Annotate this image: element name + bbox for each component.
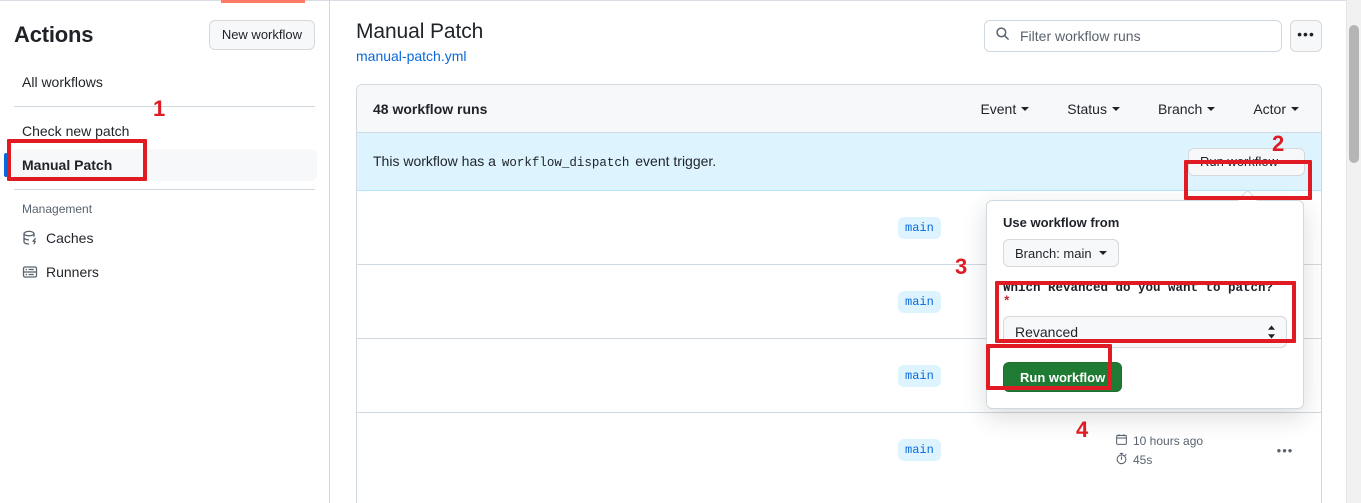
branch-badge[interactable]: main xyxy=(898,364,941,387)
required-marker: * xyxy=(1003,295,1011,309)
dispatch-event-code: workflow_dispatch xyxy=(501,156,630,170)
table-row[interactable]: main 10 hours ago xyxy=(357,413,1321,487)
run-duration-line: 45s xyxy=(1115,452,1265,468)
sidebar-header: Actions New workflow xyxy=(12,0,317,64)
run-branch-cell: main xyxy=(890,216,1115,239)
actions-sidebar: Actions New workflow All workflows Check… xyxy=(0,0,330,503)
page-scrollbar-thumb[interactable] xyxy=(1349,25,1359,163)
filter-status-dropdown[interactable]: Status xyxy=(1061,100,1126,118)
use-workflow-from-label: Use workflow from xyxy=(1003,215,1120,230)
run-workflow-panel: Use workflow from Branch: main Which Rev… xyxy=(986,200,1304,409)
run-workflow-button-label: Run workflow xyxy=(1199,154,1278,169)
run-options-kebab[interactable]: ••• xyxy=(1276,442,1294,458)
workflow-runs-toolbar: 48 workflow runs Event Status Branch xyxy=(357,85,1321,133)
filter-label: Actor xyxy=(1253,100,1286,117)
filter-actor-dropdown[interactable]: Actor xyxy=(1247,100,1305,118)
branch-badge[interactable]: main xyxy=(898,290,941,313)
workflow-runs-filters: Event Status Branch Actor xyxy=(974,100,1305,118)
filter-search-box[interactable] xyxy=(984,20,1282,52)
chevron-down-icon xyxy=(1285,159,1293,164)
stepper-icon xyxy=(1266,325,1277,340)
branch-select-label: Branch: main xyxy=(1015,245,1092,261)
chevron-down-icon xyxy=(1207,106,1216,111)
run-workflow-submit-button[interactable]: Run workflow xyxy=(1003,362,1123,392)
run-meta-cell: 10 hours ago 45s xyxy=(1115,433,1265,468)
stopwatch-icon xyxy=(1115,452,1128,468)
workflow-dispatch-banner: This workflow has a workflow_dispatch ev… xyxy=(357,133,1321,191)
run-branch-cell: main xyxy=(890,364,1115,387)
branch-badge[interactable]: main xyxy=(898,216,941,239)
patch-input-label-text: Which Revanced do you want to patch? xyxy=(1003,281,1274,295)
calendar-icon xyxy=(1115,433,1128,449)
patch-input-label: Which Revanced do you want to patch? * xyxy=(1003,281,1287,309)
main-content: Manual Patch manual-patch.yml ••• xyxy=(331,0,1342,503)
filter-label: Status xyxy=(1067,100,1107,117)
run-branch-cell: main xyxy=(890,439,1115,461)
workflow-header: Manual Patch manual-patch.yml ••• xyxy=(356,0,1322,66)
new-workflow-button[interactable]: New workflow xyxy=(208,20,315,50)
filter-label: Branch xyxy=(1157,100,1203,117)
sidebar-group-management: Management xyxy=(22,202,93,216)
search-input[interactable] xyxy=(1018,27,1271,45)
table-row[interactable]: main xyxy=(357,265,1321,339)
sidebar-item-label: All workflows xyxy=(22,74,103,90)
top-hairline xyxy=(0,0,1361,1)
chevron-down-icon xyxy=(1098,251,1107,255)
chevron-down-icon xyxy=(1291,106,1299,111)
filter-label: Event xyxy=(980,100,1017,117)
runners-icon xyxy=(22,264,38,280)
workflow-nav-list: All workflows Check new patch Manual Pat… xyxy=(4,66,317,288)
header-actions: ••• xyxy=(984,20,1322,52)
sidebar-item-manual-patch[interactable]: Manual Patch xyxy=(4,149,317,181)
chevron-down-icon xyxy=(1111,106,1120,111)
filter-branch-dropdown[interactable]: Branch xyxy=(1152,100,1221,118)
search-icon xyxy=(995,26,1010,46)
dispatch-text-before: This workflow has a xyxy=(373,153,496,169)
sidebar-divider-2 xyxy=(14,189,315,190)
branch-badge[interactable]: main xyxy=(898,439,941,461)
branch-select-button[interactable]: Branch: main xyxy=(1003,239,1119,267)
sidebar-item-check-new-patch[interactable]: Check new patch xyxy=(12,115,317,147)
revanced-select-value: Revanced xyxy=(1015,324,1079,340)
workflow-options-kebab-button[interactable]: ••• xyxy=(1290,20,1322,52)
chevron-down-icon xyxy=(1021,106,1030,111)
sidebar-item-label: Caches xyxy=(46,230,94,246)
sidebar-item-all-workflows[interactable]: All workflows xyxy=(12,66,317,98)
workflow-file-link[interactable]: manual-patch.yml xyxy=(356,48,467,64)
filter-event-dropdown[interactable]: Event xyxy=(974,100,1035,118)
dispatch-banner-text: This workflow has a workflow_dispatch ev… xyxy=(373,153,716,170)
page-title: Manual Patch xyxy=(356,20,484,43)
run-branch-cell: main xyxy=(890,290,1115,313)
workflow-title-block: Manual Patch manual-patch.yml xyxy=(356,18,483,66)
sidebar-item-runners[interactable]: Runners xyxy=(12,256,317,288)
revanced-select[interactable]: Revanced xyxy=(1003,316,1287,348)
workflow-runs-count: 48 workflow runs xyxy=(373,100,488,117)
run-date: 10 hours ago xyxy=(1133,433,1204,448)
run-date-line: 10 hours ago xyxy=(1115,433,1265,449)
sidebar-item-label: Check new patch xyxy=(22,123,130,139)
sidebar-divider-1 xyxy=(14,106,315,107)
sidebar-item-label: Runners xyxy=(46,264,99,280)
run-workflow-dropdown-button[interactable]: Run workflow xyxy=(1187,147,1305,176)
page-loading-bar xyxy=(221,0,305,3)
run-duration: 45s xyxy=(1133,452,1153,467)
sidebar-item-caches[interactable]: Caches xyxy=(12,222,317,254)
cache-icon xyxy=(22,230,38,246)
table-row[interactable]: main xyxy=(357,191,1321,265)
dispatch-text-after: event trigger. xyxy=(635,153,717,169)
sidebar-title: Actions xyxy=(14,22,94,47)
sidebar-item-label: Manual Patch xyxy=(22,157,113,173)
